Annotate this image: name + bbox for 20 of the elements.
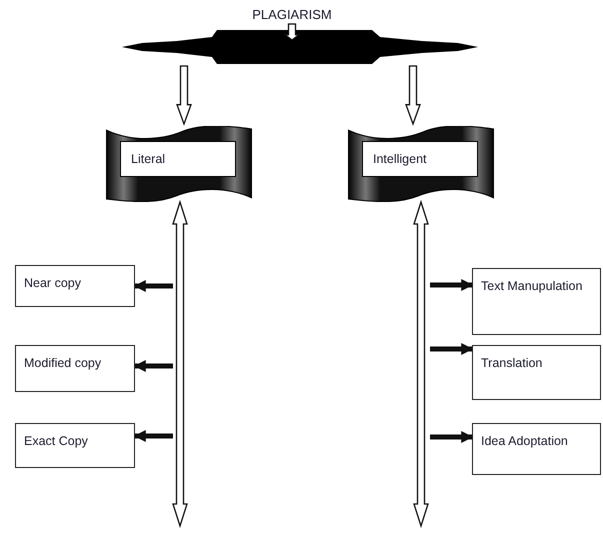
category-box: Idea Adoptation	[472, 423, 601, 475]
arrow	[134, 360, 173, 372]
category-box: Exact Copy	[15, 423, 135, 468]
category-box: Text Manupulation	[472, 268, 601, 335]
arrow	[430, 431, 474, 443]
hollow-arrow	[283, 23, 301, 41]
hollow-arrow	[176, 65, 192, 126]
arrow	[430, 279, 474, 291]
double-headed-arrow	[413, 200, 429, 528]
arrow	[134, 280, 173, 292]
category-label: Literal	[120, 141, 236, 177]
arrow	[430, 343, 474, 355]
double-headed-arrow	[172, 200, 188, 528]
category-box: Translation	[472, 345, 601, 400]
hollow-arrow	[405, 65, 421, 126]
category-label: Intelligent	[362, 141, 478, 177]
arrow	[134, 430, 173, 442]
category-box: Modified copy	[15, 345, 135, 392]
category-box: Near copy	[15, 265, 135, 307]
diagram-heading: PLAGIARISM	[244, 6, 340, 24]
